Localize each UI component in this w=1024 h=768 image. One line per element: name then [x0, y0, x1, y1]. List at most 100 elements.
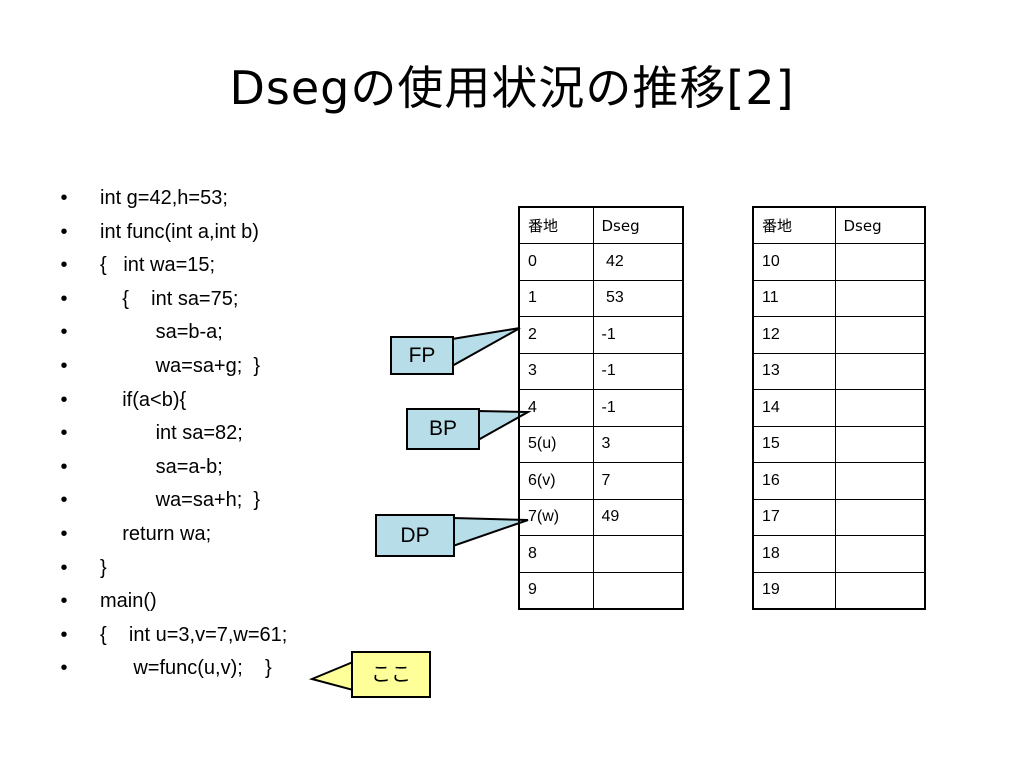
value-cell: [834, 535, 926, 573]
value-cell: 49: [592, 498, 684, 536]
bullet: •: [60, 623, 68, 646]
koko-pointer-tail: [308, 660, 354, 692]
address-cell: 6(v): [518, 462, 594, 500]
address-cell: 11: [752, 279, 836, 317]
table-row: 0 42: [518, 243, 684, 281]
value-cell: 53: [592, 279, 684, 317]
code-text: }: [100, 556, 107, 579]
code-text: main(): [100, 590, 157, 613]
address-cell: 19: [752, 571, 836, 609]
table-row: 14: [752, 389, 926, 427]
dp-callout: DP: [375, 514, 455, 557]
table-row: 12: [752, 316, 926, 354]
bullet: •: [60, 657, 68, 680]
address-cell: 3: [518, 352, 594, 390]
table-row: 17: [752, 498, 926, 536]
bullet: •: [60, 254, 68, 277]
bullet: •: [60, 590, 68, 613]
header-dseg: Dseg: [592, 206, 684, 244]
address-cell: 1: [518, 279, 594, 317]
table-row: 18: [752, 535, 926, 573]
value-cell: -1: [592, 352, 684, 390]
value-cell: [592, 535, 684, 573]
table-row: 10: [752, 243, 926, 281]
bullet: •: [60, 422, 68, 445]
bullet: •: [60, 522, 68, 545]
table-row: 1 53: [518, 279, 684, 317]
bp-callout: BP: [406, 408, 480, 450]
address-cell: 14: [752, 389, 836, 427]
table-row: 11: [752, 279, 926, 317]
table-row: 9: [518, 571, 684, 609]
table-header-row: 番地 Dseg: [752, 206, 926, 244]
bullet: •: [60, 187, 68, 209]
address-cell: 12: [752, 316, 836, 354]
value-cell: 7: [592, 462, 684, 500]
dp-pointer-tail: [452, 516, 529, 548]
address-cell: 16: [752, 462, 836, 500]
address-cell: 0: [518, 243, 594, 281]
table-row: 19: [752, 571, 926, 609]
value-cell: [834, 571, 926, 609]
value-cell: [834, 498, 926, 536]
header-address: 番地: [752, 206, 836, 244]
value-cell: [834, 316, 926, 354]
fp-pointer-tail: [451, 327, 521, 368]
address-cell: 10: [752, 243, 836, 281]
memory-table-10-19: 番地 Dseg 10 11 12 13 14 15 16 17 18 19: [752, 206, 926, 610]
address-cell: 15: [752, 425, 836, 463]
address-cell: 8: [518, 535, 594, 573]
table-row: 5(u)3: [518, 425, 684, 463]
address-cell: 2: [518, 316, 594, 354]
address-cell: 5(u): [518, 425, 594, 463]
table-header-row: 番地 Dseg: [518, 206, 684, 244]
value-cell: 3: [592, 425, 684, 463]
table-row: 3-1: [518, 352, 684, 390]
code-text: int func(int a,int b): [100, 220, 259, 243]
address-cell: 7(w): [518, 498, 594, 536]
table-row: 7(w)49: [518, 498, 684, 536]
value-cell: -1: [592, 316, 684, 354]
table-row: 4-1: [518, 389, 684, 427]
table-row: 16: [752, 462, 926, 500]
code-text: int sa=82;: [100, 422, 243, 445]
value-cell: [834, 462, 926, 500]
value-cell: [834, 389, 926, 427]
table-row: 6(v)7: [518, 462, 684, 500]
value-cell: [834, 352, 926, 390]
code-text: if(a<b){: [100, 388, 187, 411]
code-text: wa=sa+g; }: [100, 354, 261, 377]
address-cell: 18: [752, 535, 836, 573]
code-text: int g=42,h=53;: [100, 187, 228, 209]
code-text: return wa;: [100, 522, 212, 545]
bullet: •: [60, 354, 68, 377]
value-cell: [834, 243, 926, 281]
header-address: 番地: [518, 206, 594, 244]
header-dseg: Dseg: [834, 206, 926, 244]
address-cell: 4: [518, 389, 594, 427]
memory-table-0-9: 番地 Dseg 0 42 1 53 2-1 3-1 4-1 5(u)3 6(v)…: [518, 206, 684, 610]
bullet: •: [60, 489, 68, 512]
code-text: sa=a-b;: [100, 455, 223, 478]
bullet: •: [60, 220, 68, 243]
value-cell: [834, 425, 926, 463]
value-cell: -1: [592, 389, 684, 427]
fp-callout: FP: [390, 336, 454, 375]
code-text: w=func(u,v); }: [100, 657, 272, 680]
value-cell: [592, 571, 684, 609]
bullet: •: [60, 321, 68, 344]
table-row: 8: [518, 535, 684, 573]
bullet: •: [60, 556, 68, 579]
bullet: •: [60, 287, 68, 310]
address-cell: 9: [518, 571, 594, 609]
bullet: •: [60, 455, 68, 478]
address-cell: 17: [752, 498, 836, 536]
code-text: sa=b-a;: [100, 321, 223, 344]
table-row: 15: [752, 425, 926, 463]
value-cell: 42: [592, 243, 684, 281]
here-callout: ここ: [351, 651, 431, 698]
code-text: { int u=3,v=7,w=61;: [100, 623, 288, 646]
address-cell: 13: [752, 352, 836, 390]
value-cell: [834, 279, 926, 317]
code-text: { int sa=75;: [100, 287, 239, 310]
